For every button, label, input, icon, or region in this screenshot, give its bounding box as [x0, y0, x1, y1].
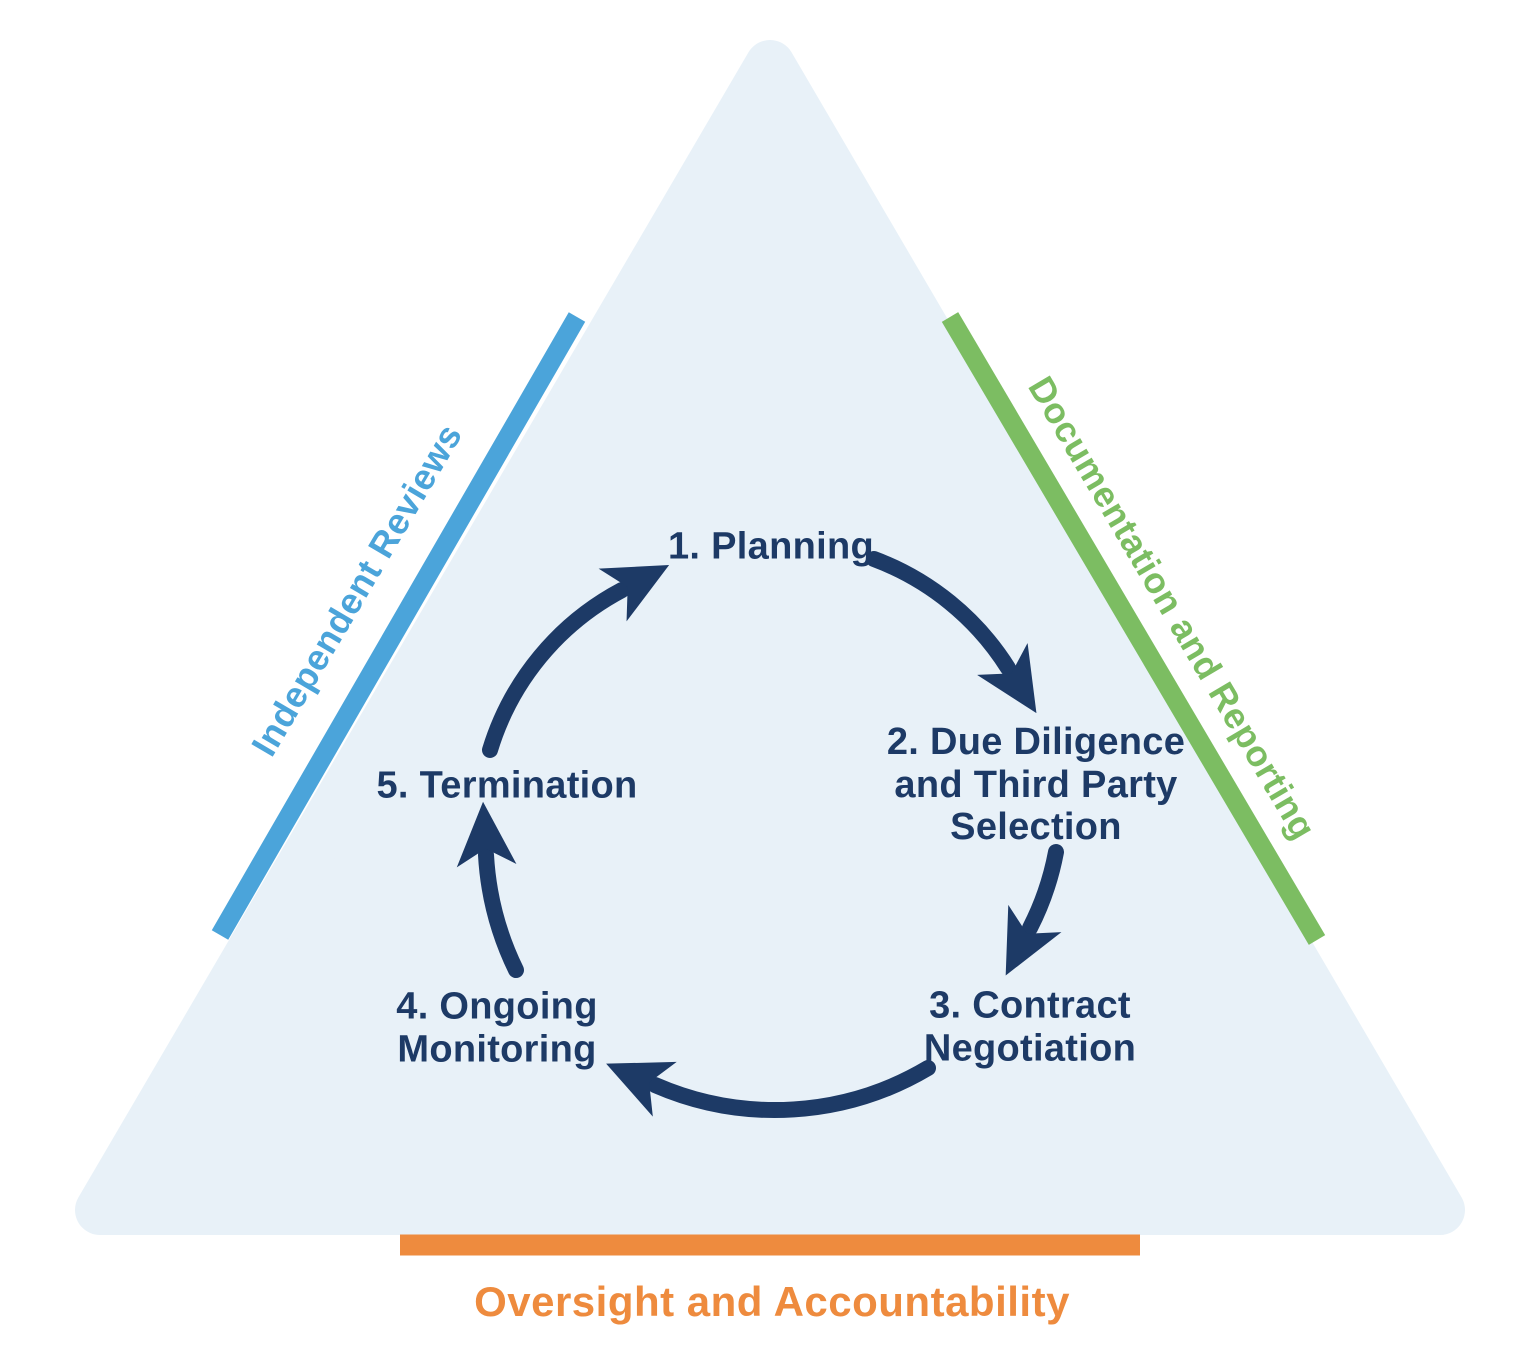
- oversight-and-accountability-label: Oversight and Accountability: [474, 1278, 1070, 1325]
- stage-2-due-diligence-label: 2. Due Diligence and Third Party Selecti…: [886, 721, 1186, 849]
- cycle-arrow-monitoring-to-termination-icon: [456, 801, 524, 978]
- stage-3-contract-negotiation-label: 3. Contract Negotiation: [923, 984, 1137, 1069]
- independent-reviews-bar: [211, 312, 586, 940]
- stage-5-termination-label: 5. Termination: [376, 764, 638, 807]
- stage-1-planning-label: 1. Planning: [668, 525, 874, 568]
- documentation-reporting-bar: [941, 312, 1326, 945]
- cycle-arrow-contract-to-monitoring-icon: [606, 1060, 936, 1118]
- cycle-arrow-planning-to-due-diligence-icon: [866, 551, 1037, 714]
- cycle-arrow-due-diligence-to-contract-icon: [1005, 844, 1064, 976]
- cycle-arrow-termination-to-planning-icon: [482, 565, 670, 758]
- triangle-shape: [75, 40, 1465, 1235]
- stage-4-ongoing-monitoring-label: 4. Ongoing Monitoring: [396, 985, 598, 1070]
